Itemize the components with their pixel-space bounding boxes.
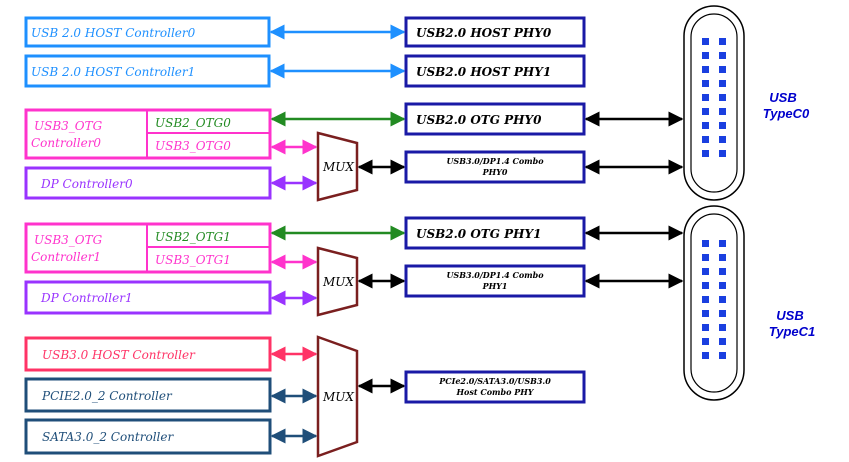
usb3-otg-controller0-box: USB3_OTG Controller0 USB2_OTG0 USB3_OTG0 <box>24 108 272 160</box>
usb2-otg-phy1-box: USB2.0 OTG PHY1 <box>404 216 586 250</box>
pcie-combo-phy-box: PCIe2.0/SATA3.0/USB3.0 Host Combo PHY <box>404 370 586 404</box>
usb2-otg-phy0-box: USB2.0 OTG PHY0 <box>404 102 586 136</box>
combo-phy0-title: USB3.0/DP1.4 Combo <box>446 156 544 166</box>
typec1-label-bottom: TypeC1 <box>769 324 815 339</box>
usb3-otg1-title: USB3_OTG <box>34 233 103 247</box>
usb3-host-controller-box: USB3.0 HOST Controller <box>24 336 272 372</box>
typec1-label-top: USB <box>776 308 803 323</box>
typec0-connector <box>683 5 745 201</box>
usb2-host-phy0-label: USB2.0 HOST PHY0 <box>416 26 552 40</box>
usb2-otg-phy1-label: USB2.0 OTG PHY1 <box>416 227 541 241</box>
usb3-otg0-title: USB3_OTG <box>34 119 103 133</box>
usb2-otg0-port: USB2_OTG0 <box>155 116 231 130</box>
mux0-label: MUX <box>322 160 354 174</box>
usb2-host-controller1-label: USB 2.0 HOST Controller1 <box>31 65 195 79</box>
usb3-otg1-subtitle: Controller1 <box>31 250 101 264</box>
typec0-label-top: USB <box>769 90 796 105</box>
mux2-label: MUX <box>322 390 354 404</box>
combo-phy1-box: USB3.0/DP1.4 Combo PHY1 <box>404 264 586 298</box>
usb2-host-controller0-box: USB 2.0 HOST Controller0 <box>24 16 271 48</box>
pcie-combo-phy-subtitle: Host Combo PHY <box>455 387 534 397</box>
typec0-pins <box>702 38 726 157</box>
typec1-connector <box>683 205 745 401</box>
mux1: MUX <box>316 246 359 317</box>
usb3-otg-controller1-box: USB3_OTG Controller1 USB2_OTG1 USB3_OTG1 <box>24 222 272 274</box>
combo-phy0-subtitle: PHY0 <box>482 167 508 177</box>
usb2-otg1-port: USB2_OTG1 <box>155 230 231 244</box>
dp-controller1-label: DP Controller1 <box>40 291 133 305</box>
typec1-pins <box>702 240 726 359</box>
usb3-otg0-port: USB3_OTG0 <box>155 139 231 153</box>
sata-controller-box: SATA3.0_2 Controller <box>24 418 272 455</box>
usb3-otg0-subtitle: Controller0 <box>31 136 101 150</box>
pcie-controller-box: PCIE2.0_2 Controller <box>24 377 272 413</box>
usb2-host-controller0-label: USB 2.0 HOST Controller0 <box>31 26 196 40</box>
dp-controller0-label: DP Controller0 <box>40 177 133 191</box>
usb2-otg-phy0-label: USB2.0 OTG PHY0 <box>416 113 542 127</box>
usb3-otg1-port: USB3_OTG1 <box>155 253 231 267</box>
combo-phy0-box: USB3.0/DP1.4 Combo PHY0 <box>404 150 586 184</box>
usb2-host-phy1-label: USB2.0 HOST PHY1 <box>416 65 551 79</box>
pcie-controller-label: PCIE2.0_2 Controller <box>41 389 173 403</box>
combo-phy1-title: USB3.0/DP1.4 Combo <box>446 270 544 280</box>
dp-controller1-box: DP Controller1 <box>24 280 272 315</box>
usb2-host-controller1-box: USB 2.0 HOST Controller1 <box>24 54 271 88</box>
usb2-host-phy0-box: USB2.0 HOST PHY0 <box>404 16 586 48</box>
combo-phy1-subtitle: PHY1 <box>482 281 508 291</box>
mux1-label: MUX <box>322 275 354 289</box>
sata-controller-label: SATA3.0_2 Controller <box>42 430 174 444</box>
typec0-label-bottom: TypeC0 <box>763 106 810 121</box>
pcie-combo-phy-title: PCIe2.0/SATA3.0/USB3.0 <box>438 376 551 386</box>
usb2-host-phy1-box: USB2.0 HOST PHY1 <box>404 54 586 88</box>
usb3-host-controller-label: USB3.0 HOST Controller <box>42 348 196 362</box>
mux2: MUX <box>316 335 359 458</box>
dp-controller0-box: DP Controller0 <box>24 166 272 200</box>
mux0: MUX <box>316 131 359 202</box>
